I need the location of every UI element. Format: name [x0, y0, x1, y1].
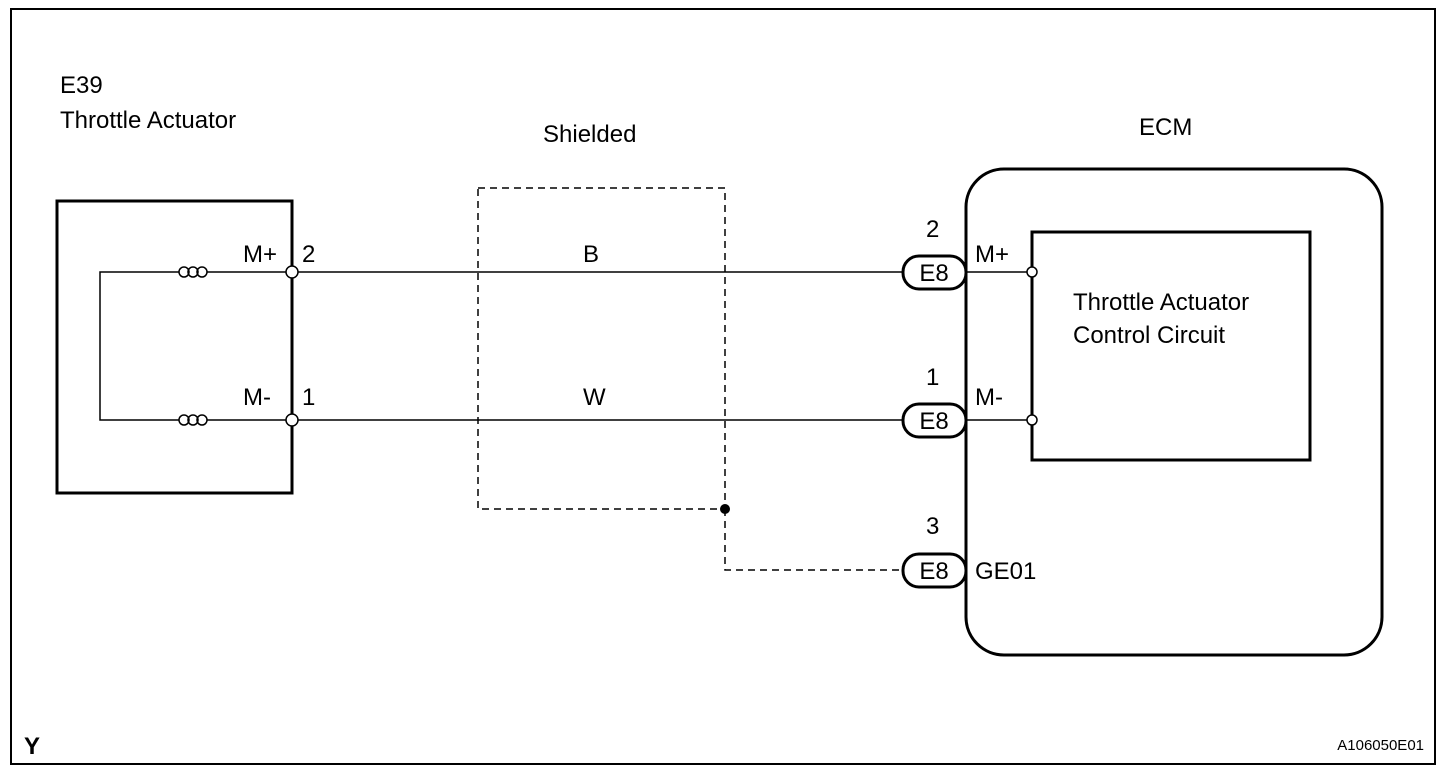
ecm-title: ECM: [1139, 114, 1192, 141]
terminal-signal-mminus: M-: [243, 384, 271, 411]
shield-box: [477, 187, 726, 510]
connector-e8-pin-3: 3 E8 GE01: [901, 513, 1036, 589]
connector-e8-pin-2: 2 E8 M+: [901, 216, 1009, 291]
shield-drain-wire: [724, 509, 903, 571]
terminal-circle: [285, 265, 299, 279]
terminal-circle: [285, 413, 299, 427]
terminal-signal-mplus: M+: [243, 241, 277, 268]
connector-terminal: M-: [975, 384, 1003, 411]
control-circuit-line1: Throttle Actuator: [1073, 289, 1249, 316]
connector-pin-number: 3: [926, 513, 939, 540]
terminal-pin-2: 2: [302, 241, 315, 268]
throttle-actuator-box: [55, 199, 294, 495]
component-name: Throttle Actuator: [60, 107, 236, 134]
wire-color-b: B: [583, 241, 599, 268]
connector-name: E8: [919, 558, 948, 585]
terminal-circle: [1026, 414, 1038, 426]
footer-left-code: Y: [24, 733, 40, 760]
connector-terminal: M+: [975, 241, 1009, 268]
diagram-frame: [10, 8, 1436, 765]
control-circuit-box: [1030, 230, 1312, 462]
shield-label: Shielded: [543, 121, 636, 148]
connector-terminal: GE01: [975, 558, 1036, 585]
shield-junction-dot: [720, 504, 730, 514]
connector-name: E8: [919, 260, 948, 287]
control-circuit-line2: Control Circuit: [1073, 322, 1225, 349]
connector-pin-number: 1: [926, 364, 939, 391]
footer-figure-id: A106050E01: [1337, 737, 1424, 754]
ecm-box: [964, 167, 1384, 657]
coil-icon: [173, 266, 213, 278]
terminal-circle: [1026, 266, 1038, 278]
wire-color-w: W: [583, 384, 606, 411]
connector-pin-number: 2: [926, 216, 939, 243]
terminal-pin-1: 1: [302, 384, 315, 411]
coil-icon: [173, 414, 213, 426]
component-code: E39: [60, 72, 103, 99]
connector-name: E8: [919, 408, 948, 435]
connector-e8-pin-1: 1 E8 M-: [901, 364, 1003, 439]
